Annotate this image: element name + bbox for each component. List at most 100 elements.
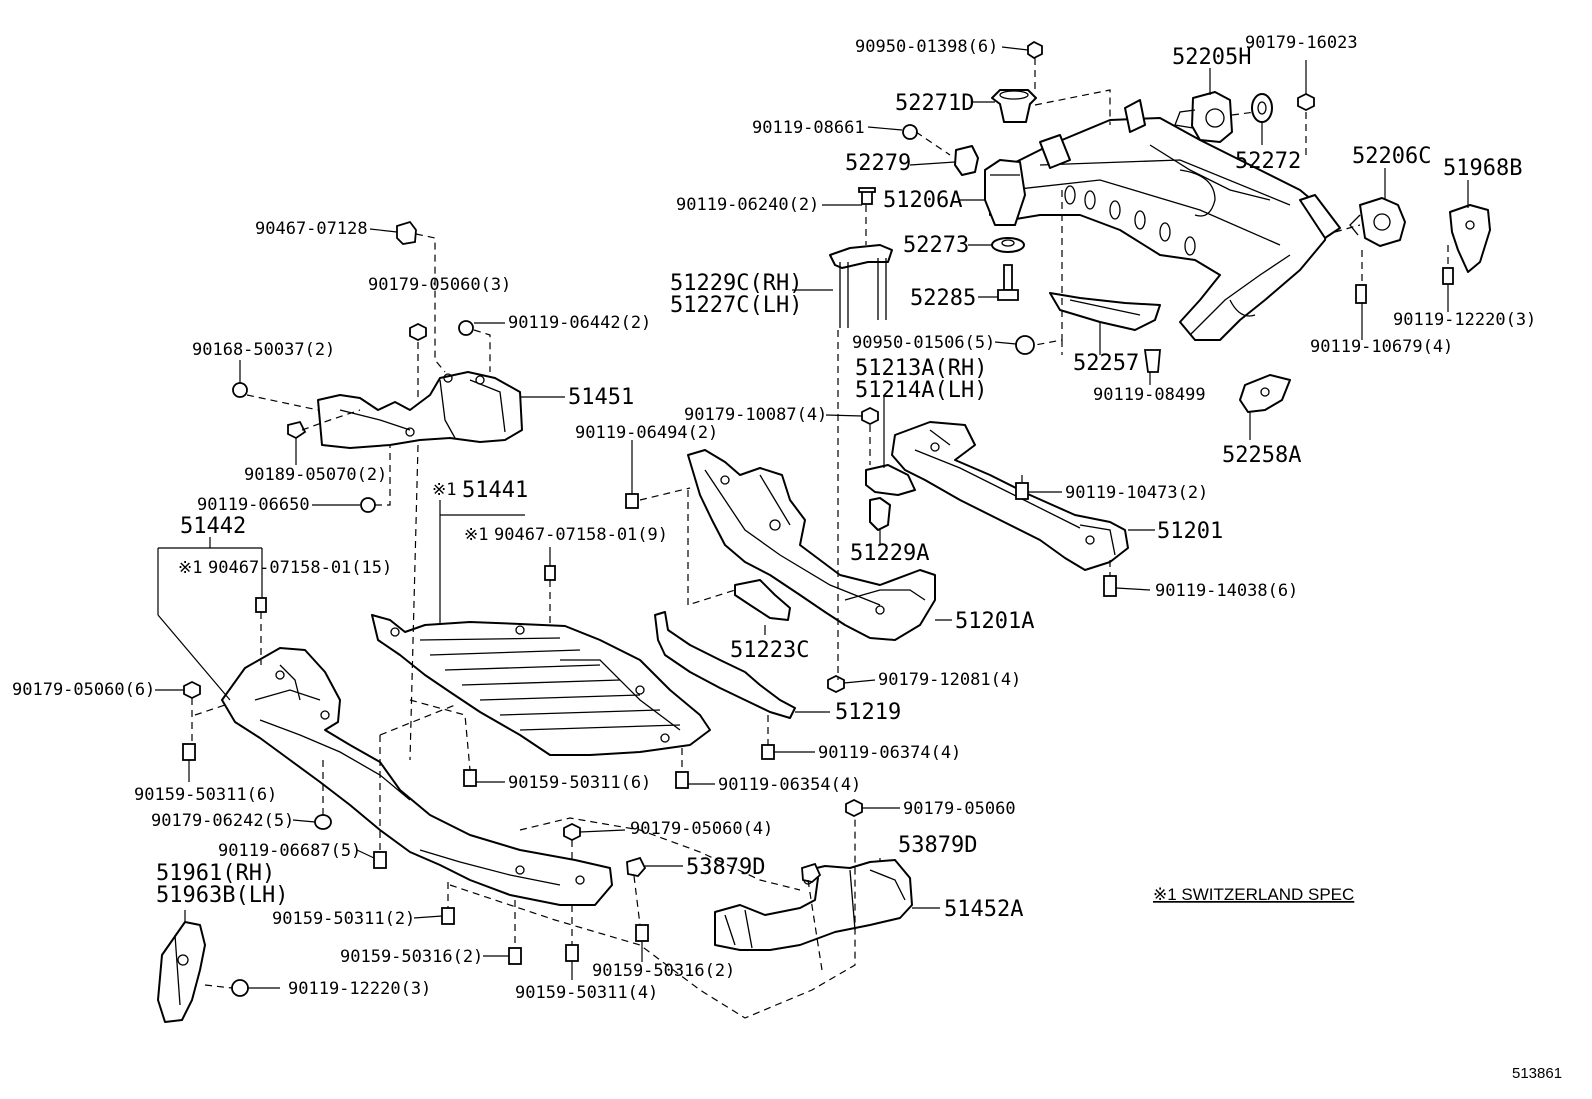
label-51227C-lh: 51227C(LH) <box>670 293 802 318</box>
label-90119-12220-top: 90119-12220(3) <box>1393 310 1536 330</box>
bolt-90119-10473-icon <box>1015 482 1029 500</box>
label-51451: 51451 <box>568 385 634 410</box>
bolt-90159-50316-2a-icon <box>508 947 522 965</box>
shield-51452A <box>714 859 913 951</box>
label-90467-07158-9: 90467-07158-01(9) <box>494 525 668 545</box>
bracket-51223C <box>734 579 791 621</box>
label-90119-06650: 90119-06650 <box>197 495 310 515</box>
crossmember-51201A <box>687 449 936 641</box>
bolt-90159-50311-6a-icon <box>182 743 196 761</box>
nut-90179-12081-icon <box>827 674 845 694</box>
label-51961-rh: 51961(RH) <box>156 861 275 886</box>
label-90179-06242: 90179-06242(5) <box>151 811 294 831</box>
bolt-90119-06650-icon <box>360 497 376 513</box>
bolt-90119-06442-icon <box>458 320 474 336</box>
nut-90179-16023-icon <box>1297 92 1315 112</box>
bolt-90467-07158-15-icon <box>255 597 267 613</box>
bolt-90119-12220-bottom-icon <box>231 979 249 997</box>
rear-suspension-member-51206A <box>984 99 1341 341</box>
label-52257: 52257 <box>1073 351 1139 376</box>
rod-51229C-51227C <box>829 244 893 328</box>
bolt-90119-10679-icon <box>1355 284 1367 304</box>
rod-51219 <box>654 611 796 719</box>
bolt-90119-14038-icon <box>1103 575 1117 597</box>
label-51213A-rh: 51213A(RH) <box>855 356 987 381</box>
bolt-90159-50311-6b-icon <box>463 769 477 787</box>
bushing-52272 <box>1251 93 1273 123</box>
label-90119-10473: 90119-10473(2) <box>1065 483 1208 503</box>
label-mark-90467-9: ※1 <box>464 525 488 545</box>
label-90467-07128: 90467-07128 <box>255 219 368 239</box>
bolt-52285-icon <box>997 264 1019 301</box>
clip-53879D-b-icon <box>801 862 822 883</box>
bush-52271D <box>991 89 1037 123</box>
clip-90467-07128-icon <box>396 220 417 245</box>
label-90119-06354: 90119-06354(4) <box>718 775 861 795</box>
bolt-90119-06354-icon <box>675 771 689 789</box>
splash-shield-51451 <box>317 371 523 449</box>
nut-90179-10087-icon <box>861 406 879 426</box>
label-51214A-lh: 51214A(LH) <box>855 378 987 403</box>
label-52271D: 52271D <box>895 91 974 116</box>
bolt-90119-06374-icon <box>761 744 775 760</box>
label-53879D-a: 53879D <box>686 855 765 880</box>
label-51441: 51441 <box>462 478 528 503</box>
label-51201A: 51201A <box>955 609 1034 634</box>
label-90119-08499: 90119-08499 <box>1093 385 1206 405</box>
label-52273: 52273 <box>903 233 969 258</box>
label-90189-05070: 90189-05070(2) <box>244 465 387 485</box>
stopper-52279 <box>954 145 979 176</box>
front-cover-51442 <box>221 647 613 906</box>
label-51219: 51219 <box>835 700 901 725</box>
bolt-90467-07158-9-icon <box>544 565 556 581</box>
label-51206A: 51206A <box>883 188 962 213</box>
bracket-51968B <box>1449 204 1491 273</box>
bolt-90159-50311-4-icon <box>565 944 579 962</box>
label-51229A: 51229A <box>850 541 929 566</box>
switzerland-spec-note: ※1 SWITZERLAND SPEC <box>1153 885 1354 904</box>
bracket-51229A <box>869 497 891 531</box>
stopper-52273 <box>991 237 1025 253</box>
label-51968B: 51968B <box>1443 156 1522 181</box>
label-90119-08661: 90119-08661 <box>752 118 865 138</box>
bracket-51213A-51214A <box>865 464 916 496</box>
label-51201: 51201 <box>1157 519 1223 544</box>
label-51442: 51442 <box>180 514 246 539</box>
bolt-90119-06687-icon <box>373 851 387 869</box>
label-51452A: 51452A <box>944 897 1023 922</box>
under-cover-51441 <box>371 614 711 756</box>
bolt-90119-06494-icon <box>625 493 639 509</box>
nut-90179-05060-icon <box>845 798 863 818</box>
label-mark-90467-15: ※1 <box>178 558 202 578</box>
bolt-90159-50311-2-icon <box>441 907 455 925</box>
label-90159-50311-6b: 90159-50311(6) <box>508 773 651 793</box>
label-90119-06687: 90119-06687(5) <box>218 841 361 861</box>
bushing-52205H <box>1174 91 1233 143</box>
nut-90950-01398-icon <box>1027 40 1043 60</box>
label-90119-06374: 90119-06374(4) <box>818 743 961 763</box>
label-52258A: 52258A <box>1222 443 1301 468</box>
label-90950-01506: 90950-01506(5) <box>852 333 995 353</box>
label-90159-50311-6a: 90159-50311(6) <box>134 785 277 805</box>
bracket-52258A <box>1239 374 1291 413</box>
label-53879D-b: 53879D <box>898 833 977 858</box>
label-90179-05060: 90179-05060 <box>903 799 1016 819</box>
label-90179-16023: 90179-16023 <box>1245 33 1358 53</box>
label-90159-50311-4: 90159-50311(4) <box>515 983 658 1003</box>
label-90179-05060-6: 90179-05060(6) <box>12 680 155 700</box>
label-90467-07158-15: 90467-07158-01(15) <box>208 558 392 578</box>
clip-90189-05070-icon <box>287 420 307 440</box>
clip-90168-50037-icon <box>232 382 248 398</box>
label-90179-12081: 90179-12081(4) <box>878 670 1021 690</box>
crossmember-51201 <box>891 421 1129 571</box>
label-90119-06494: 90119-06494(2) <box>575 423 718 443</box>
nut-90179-05060-3-icon <box>409 322 427 342</box>
label-mark-51441: ※1 <box>432 480 456 500</box>
bushing-52206C <box>1349 197 1406 247</box>
label-52285: 52285 <box>910 286 976 311</box>
label-90119-12220-bottom: 90119-12220(3) <box>288 979 431 999</box>
bolt-90119-08499-icon <box>1143 349 1161 373</box>
leader-lines <box>155 46 1469 989</box>
label-90179-05060-3: 90179-05060(3) <box>368 275 511 295</box>
